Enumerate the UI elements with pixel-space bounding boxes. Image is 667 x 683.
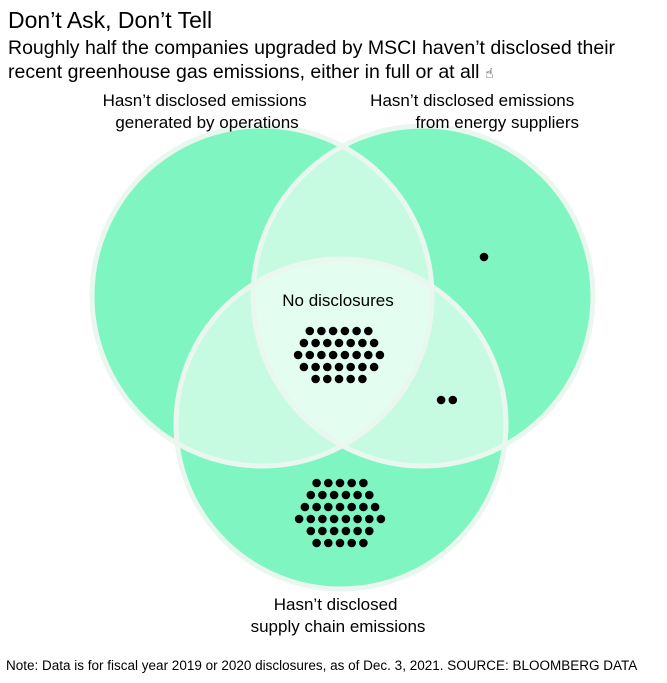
chart-subtitle: Roughly half the companies upgraded by M… — [8, 36, 658, 85]
company-dot-supply-only — [306, 514, 316, 524]
label-no-disclosures: No disclosures — [282, 291, 394, 310]
company-dot-all-three — [340, 326, 350, 336]
company-dot-all-three — [369, 362, 379, 372]
company-dot-all-three — [352, 350, 361, 360]
company-dot-all-three — [352, 326, 361, 336]
company-dot-supply-only — [341, 490, 351, 500]
company-dot-all-three — [311, 338, 320, 348]
company-dot-supply-only — [341, 514, 351, 524]
company-dot-energy-supply — [448, 395, 458, 405]
company-dot-supply-only — [324, 502, 333, 512]
company-dot-supply-only — [318, 514, 327, 524]
label-operations: Hasn’t disclosed emissions generated by … — [103, 91, 312, 132]
company-dot-all-three — [364, 350, 373, 360]
company-dot-supply-only — [335, 538, 345, 548]
company-dot-all-three — [323, 374, 332, 384]
company-dot-supply-only — [376, 514, 386, 524]
company-dot-supply-only — [359, 502, 368, 512]
company-dot-supply-only — [324, 478, 333, 488]
company-dot-supply-only — [318, 526, 327, 536]
company-dot-all-three — [346, 374, 356, 384]
chart-title: Don’t Ask, Don’t Tell — [8, 7, 213, 33]
company-dot-energy-supply — [436, 395, 446, 405]
company-dot-supply-only — [335, 478, 345, 488]
company-dot-supply-only — [353, 514, 362, 524]
company-dot-all-three — [311, 374, 320, 384]
circle-outlines — [89, 123, 596, 592]
company-dot-supply-only — [306, 526, 316, 536]
company-dot-all-three — [358, 362, 367, 372]
company-dot-all-three — [334, 374, 344, 384]
company-dot-supply-only — [324, 538, 333, 548]
company-dot-supply-only — [341, 526, 351, 536]
subtitle-text: Roughly half the companies upgraded by M… — [8, 37, 616, 83]
company-dot-all-three — [369, 338, 379, 348]
company-dot-supply-only — [329, 490, 339, 500]
company-dot-all-three — [340, 350, 350, 360]
company-dot-supply-only — [318, 490, 327, 500]
company-dot-all-three — [364, 326, 373, 336]
company-dot-supply-only — [359, 538, 368, 548]
company-dots — [293, 252, 489, 548]
pointer-hand-icon[interactable]: ☝ — [484, 65, 494, 81]
company-dot-all-three — [328, 350, 338, 360]
company-dot-supply-only — [312, 538, 321, 548]
company-dot-all-three — [346, 362, 356, 372]
company-dot-all-three — [305, 350, 315, 360]
company-dot-all-three — [334, 362, 344, 372]
company-dot-all-three — [317, 350, 326, 360]
company-dot-all-three — [358, 374, 367, 384]
company-dot-supply-only — [365, 526, 374, 536]
company-dot-all-three — [305, 326, 315, 336]
company-dot-energy-only — [479, 252, 489, 262]
company-dot-supply-only — [365, 514, 374, 524]
company-dot-supply-only — [347, 478, 357, 488]
company-dot-supply-only — [294, 514, 304, 524]
company-dot-supply-only — [365, 490, 374, 500]
company-dot-all-three — [346, 338, 356, 348]
company-dot-all-three — [293, 350, 303, 360]
company-dot-supply-only — [312, 502, 321, 512]
company-dot-supply-only — [329, 526, 339, 536]
company-dot-all-three — [311, 362, 320, 372]
company-dot-all-three — [317, 326, 326, 336]
company-dot-supply-only — [347, 502, 357, 512]
label-supply-chain: Hasn’t disclosed supply chain emissions — [251, 595, 426, 636]
company-dot-all-three — [358, 338, 367, 348]
company-dot-supply-only — [359, 478, 368, 488]
company-dot-supply-only — [300, 502, 310, 512]
company-dot-supply-only — [370, 502, 380, 512]
company-dot-supply-only — [353, 490, 362, 500]
company-dot-all-three — [334, 338, 344, 348]
company-dot-supply-only — [347, 538, 357, 548]
label-energy: Hasn’t disclosed emissions from energy s… — [370, 91, 579, 132]
company-dot-supply-only — [353, 526, 362, 536]
company-dot-all-three — [299, 362, 309, 372]
company-dot-all-three — [299, 338, 309, 348]
company-dot-supply-only — [312, 478, 321, 488]
company-dot-all-three — [323, 338, 332, 348]
company-dot-all-three — [323, 362, 332, 372]
company-dot-supply-only — [306, 490, 316, 500]
company-dot-all-three — [375, 350, 385, 360]
company-dot-supply-only — [335, 502, 345, 512]
company-dot-all-three — [328, 326, 338, 336]
footnote: Note: Data is for fiscal year 2019 or 20… — [6, 658, 638, 673]
company-dot-supply-only — [329, 514, 339, 524]
